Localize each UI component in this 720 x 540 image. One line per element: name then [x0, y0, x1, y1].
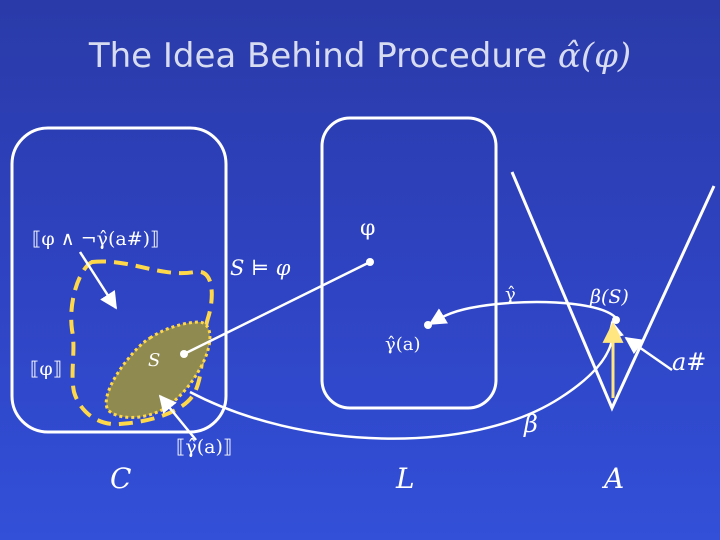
beta-s-label: β(S): [590, 286, 629, 308]
gamma-hat-label: γ̂: [505, 284, 516, 305]
title-alpha-phi: α̂(φ): [557, 36, 632, 76]
beta-curve: [189, 320, 624, 440]
point-beta-s: [612, 316, 620, 324]
logic-domain-box: [320, 116, 498, 410]
point-gamma-a: [424, 321, 432, 329]
neg-region-label: ⟦φ ∧ ¬γ̂(a#)⟧: [32, 228, 160, 250]
phi-region-label: ⟦φ⟧: [30, 358, 63, 380]
phi-label: φ: [360, 216, 376, 241]
logic-domain-label: L: [396, 462, 415, 495]
abstract-domain-label: A: [604, 462, 625, 495]
s-models-phi-label: S ⊨ φ: [230, 256, 291, 280]
a-sharp-label: a#: [672, 348, 707, 376]
gamma-hat-arrow: [428, 300, 617, 326]
gamma-hat-a-region-label: ⟦γ̂(a)⟧: [176, 436, 233, 458]
s-to-phi-line: [183, 260, 371, 356]
slide-title: The Idea Behind Procedure α̂(φ): [0, 36, 720, 76]
beta-label: β: [524, 410, 538, 438]
title-text: The Idea Behind Procedure: [88, 36, 548, 76]
concrete-domain-box: [10, 126, 228, 434]
neg-region-arrow: [78, 251, 118, 310]
concrete-domain-label: C: [110, 462, 132, 495]
s-label: S: [148, 350, 161, 371]
gamma-a-region-arrow: [158, 394, 197, 441]
abstract-domain-v: [510, 171, 716, 412]
gamma-hat-a-label: γ̂(a): [385, 334, 421, 355]
point-phi: [366, 258, 374, 266]
a-sharp-arrow: [624, 336, 673, 372]
